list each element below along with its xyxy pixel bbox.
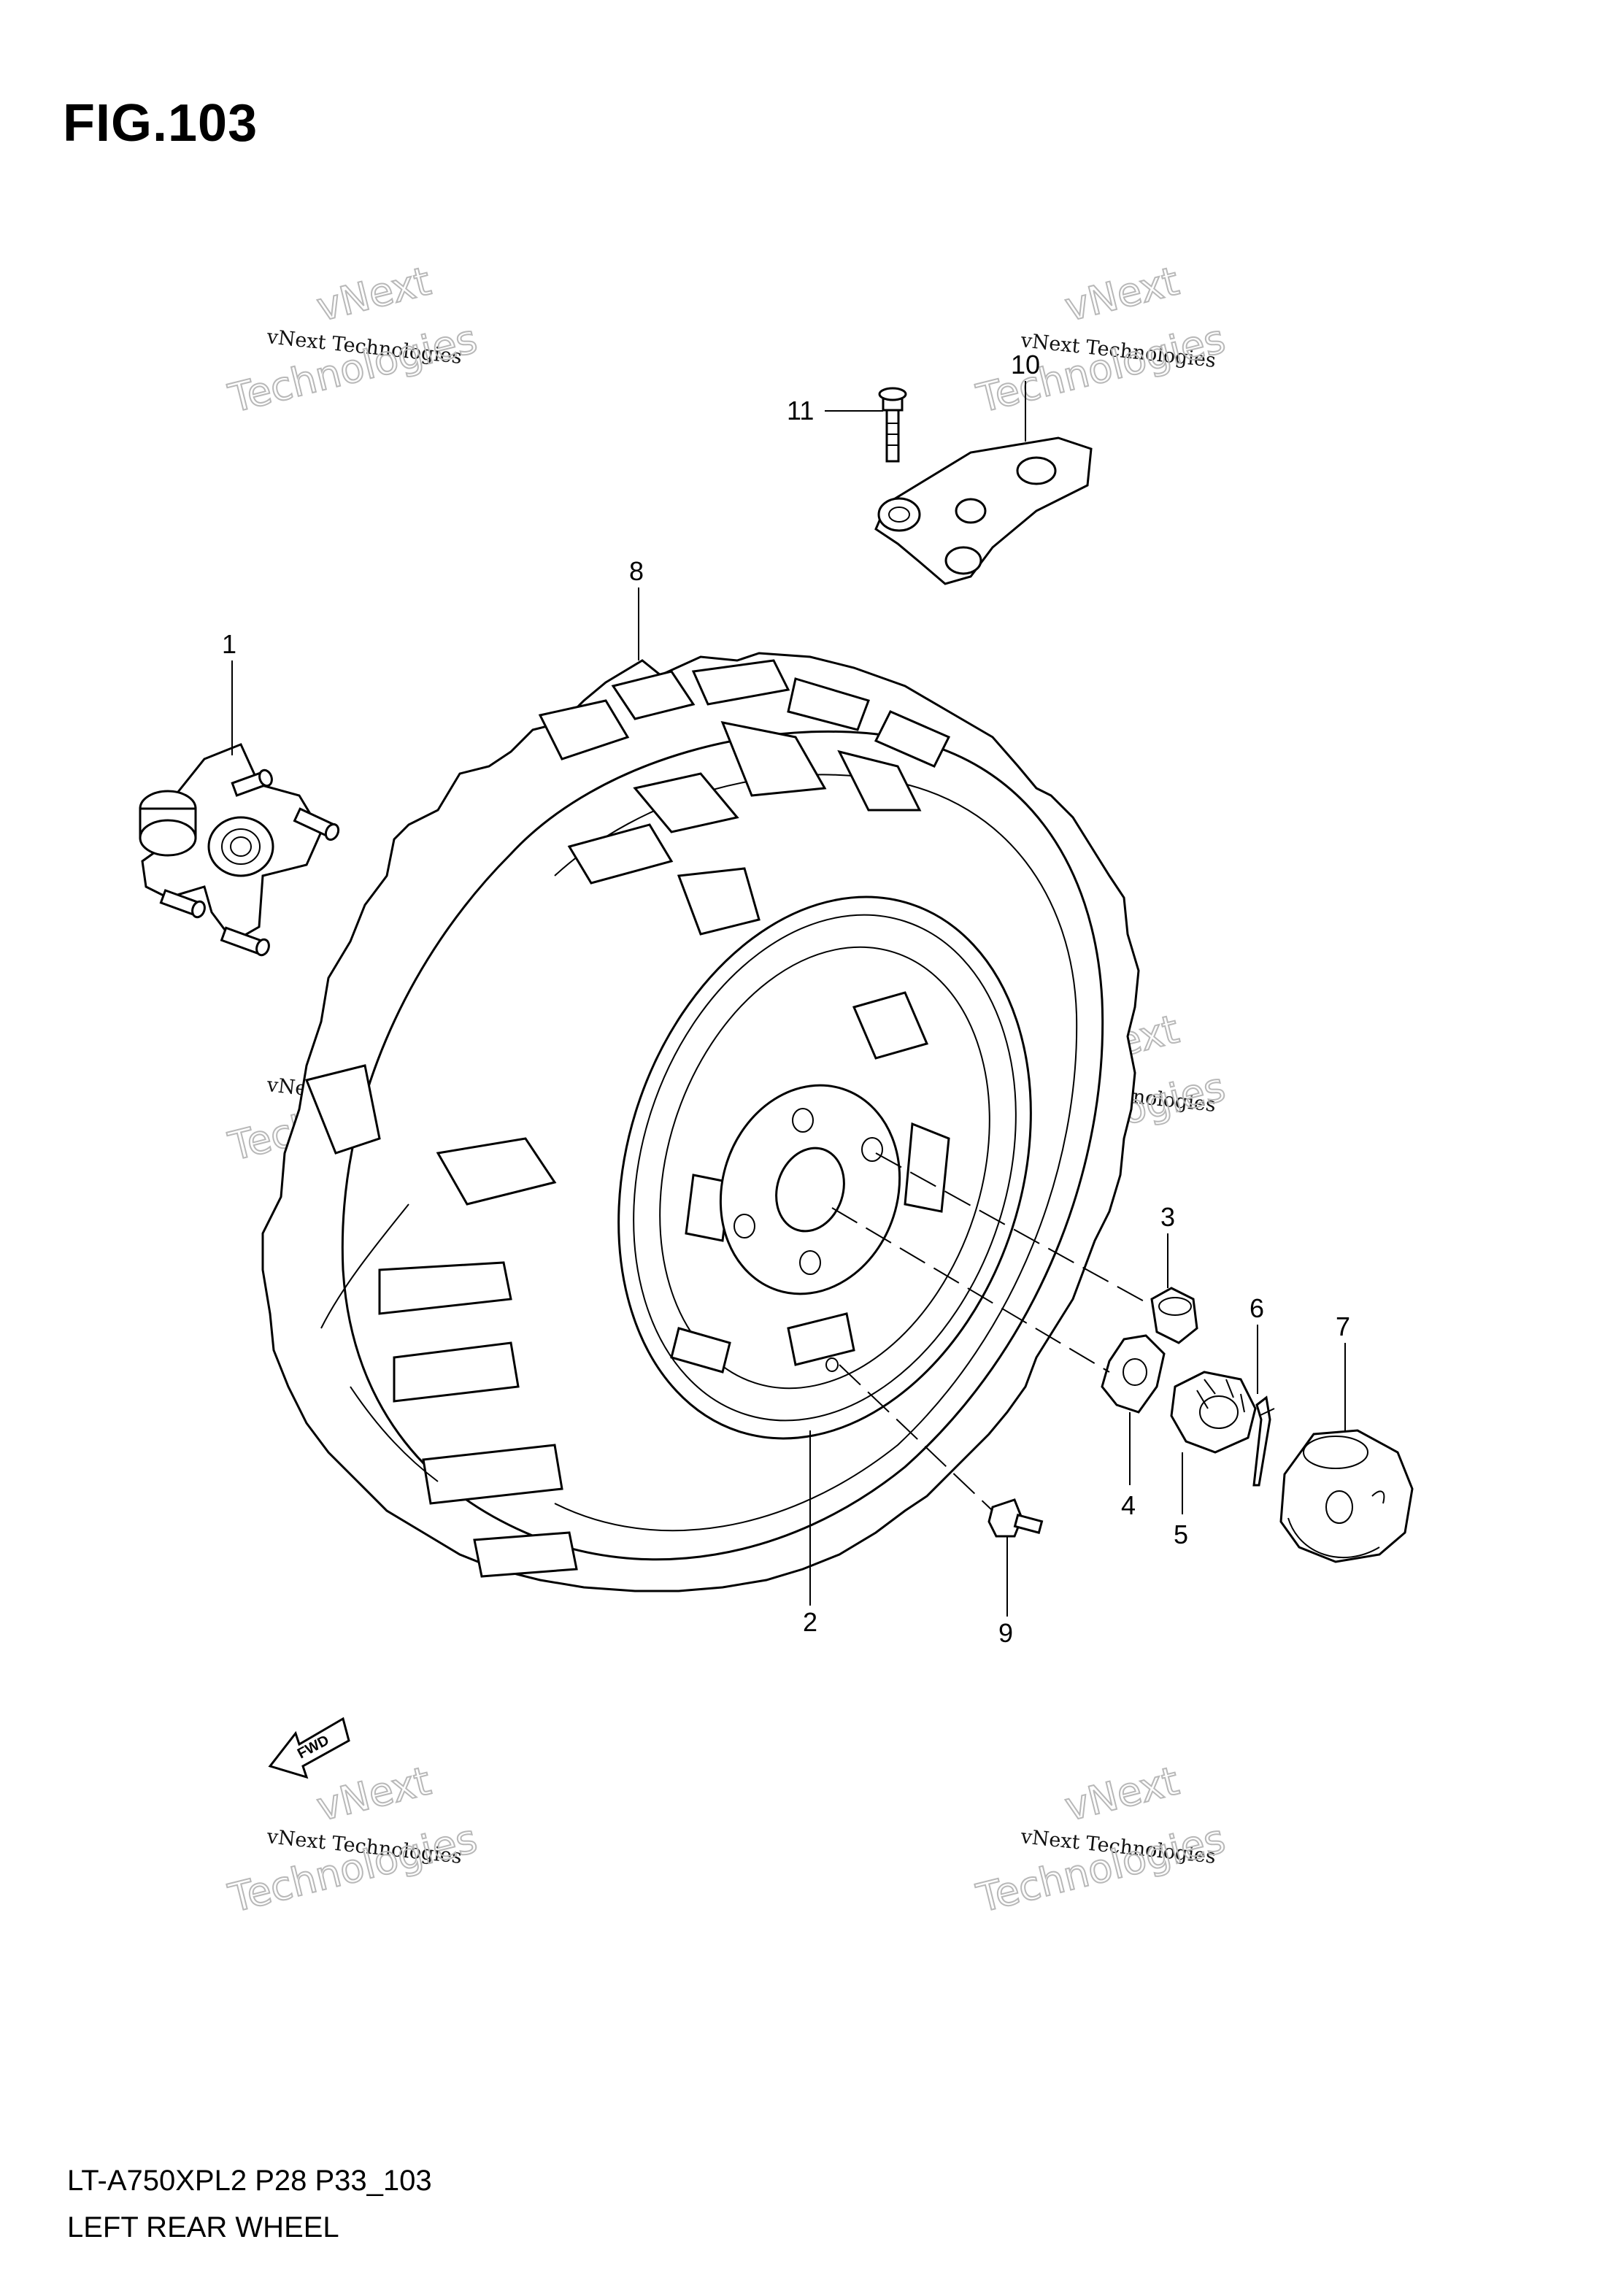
- washer-part: [1101, 1334, 1166, 1414]
- hub-stud: [231, 768, 273, 797]
- castle-nut-part: [1170, 1371, 1257, 1454]
- watermark-technologies: Technologies: [972, 1816, 1230, 1922]
- watermark-bottom-right: vNext vNext Technologies Technologies: [971, 1757, 1231, 1922]
- wheel-nut-part: [1150, 1287, 1198, 1344]
- watermark-vnext: vNext: [1060, 258, 1183, 330]
- callout-5: 5: [1174, 1519, 1188, 1549]
- hub-stud: [293, 807, 340, 841]
- bracket-part: [874, 436, 1093, 585]
- figure-title: FIG.103: [63, 94, 258, 153]
- tire-part: [261, 652, 1140, 1592]
- callout-4: 4: [1121, 1490, 1136, 1520]
- watermark-bottom-left: vNext vNext Technologies Technologies: [223, 1757, 482, 1922]
- hub-cap-part: [1279, 1429, 1414, 1563]
- valve-stem-part: [987, 1498, 1044, 1538]
- watermark-vnext: vNext: [312, 1757, 435, 1830]
- callout-8: 8: [629, 556, 644, 586]
- bolt-part: [878, 387, 907, 463]
- callout-3: 3: [1160, 1202, 1175, 1232]
- callout-10: 10: [1011, 350, 1040, 380]
- leader-lines: [231, 381, 1346, 1617]
- callout-1: 1: [222, 629, 236, 659]
- cotter-pin-part: [1252, 1395, 1275, 1487]
- watermark-vnext: vNext: [312, 258, 435, 330]
- callout-9: 9: [998, 1618, 1013, 1648]
- watermark-vnext: vNext: [1060, 1757, 1183, 1830]
- callouts: 1 2 3 4 5 6 7 8 9 10 11: [222, 350, 1350, 1648]
- callout-7: 7: [1336, 1311, 1350, 1341]
- forward-direction-arrow: FWD: [268, 1717, 350, 1779]
- watermark-top-left: vNext vNext Technologies Technologies: [223, 257, 482, 423]
- rim-part: [617, 895, 1032, 1440]
- hub-stud: [220, 926, 270, 957]
- watermark-technologies: Technologies: [224, 1816, 482, 1922]
- hub-part: [139, 743, 340, 957]
- callout-2: 2: [803, 1607, 817, 1637]
- model-code: LT-A750XPL2 P28 P33_103: [67, 2165, 432, 2197]
- watermark-top-right: vNext vNext Technologies Technologies: [971, 257, 1231, 423]
- valve-hole: [825, 1357, 839, 1372]
- hub-stud: [159, 889, 206, 919]
- callout-11: 11: [787, 396, 814, 425]
- watermark-technologies: Technologies: [224, 316, 482, 422]
- callout-6: 6: [1250, 1293, 1264, 1323]
- figure-name: LEFT REAR WHEEL: [67, 2211, 339, 2243]
